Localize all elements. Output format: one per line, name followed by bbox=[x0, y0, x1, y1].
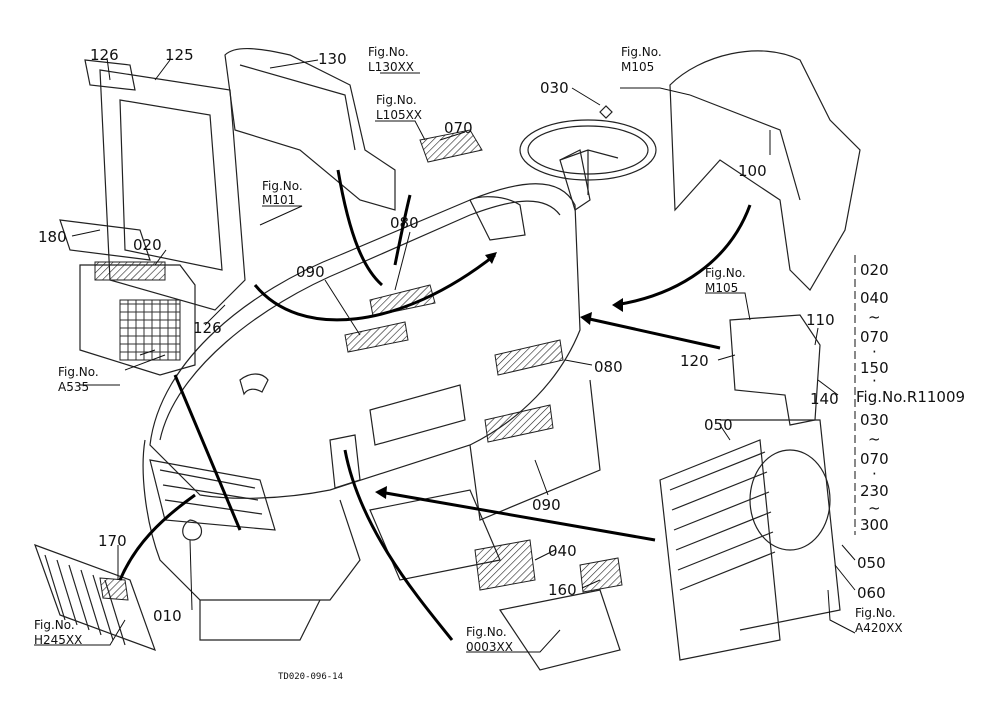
range-item: ~ bbox=[868, 308, 881, 326]
right-fender bbox=[669, 50, 861, 291]
range-item: 070 bbox=[860, 450, 889, 468]
part-label: 050 bbox=[857, 554, 886, 572]
part-label: 126 bbox=[90, 46, 119, 64]
part-label: 170 bbox=[98, 532, 127, 550]
figure-references: Fig.No. L130XX Fig.No. L105XX Fig.No. M1… bbox=[34, 45, 903, 654]
side-bracket bbox=[729, 314, 821, 426]
part-label: 070 bbox=[444, 119, 473, 137]
fig-ref-prefix: Fig.No. bbox=[621, 45, 662, 59]
part-label: 080 bbox=[594, 358, 623, 376]
hood-assembly bbox=[142, 149, 601, 641]
range-item: ~ bbox=[868, 499, 881, 517]
upper-panel bbox=[224, 47, 396, 211]
part-label: 030 bbox=[540, 79, 569, 97]
callout-arrows bbox=[118, 169, 752, 641]
fig-ref-prefix: Fig.No. bbox=[262, 179, 303, 193]
range-item: 040 bbox=[860, 289, 889, 307]
fig-ref-prefix: Fig.No. bbox=[376, 93, 417, 107]
part-label: 090 bbox=[532, 496, 561, 514]
leader-lines bbox=[34, 57, 856, 653]
range-fig-label: Fig.No.R11009 bbox=[856, 388, 965, 406]
part-label: 125 bbox=[165, 46, 194, 64]
part-label: 130 bbox=[318, 50, 347, 68]
part-labels: 126 125 130 070 030 100 180 020 080 090 … bbox=[38, 46, 886, 625]
left-side-panel bbox=[59, 59, 246, 311]
radiator bbox=[659, 419, 841, 661]
fig-ref-code: M101 bbox=[262, 193, 295, 207]
decal-stickers bbox=[99, 129, 623, 601]
range-item: · bbox=[872, 372, 877, 390]
part-label: 180 bbox=[38, 228, 67, 246]
part-label: 090 bbox=[296, 263, 325, 281]
part-label: 040 bbox=[548, 542, 577, 560]
part-label: 100 bbox=[738, 162, 767, 180]
part-label: 060 bbox=[857, 584, 886, 602]
range-item: 230 bbox=[860, 482, 889, 500]
part-label: 080 bbox=[390, 214, 419, 232]
drawing-code: TD020-096-14 bbox=[278, 672, 343, 682]
fig-ref-code: A535 bbox=[58, 380, 89, 394]
fig-ref-code: A420XX bbox=[855, 621, 903, 635]
part-label: 140 bbox=[810, 390, 839, 408]
part-label: 110 bbox=[806, 311, 835, 329]
fig-ref-code: L105XX bbox=[376, 108, 422, 122]
part-label: 126 bbox=[193, 319, 222, 337]
fig-ref-prefix: Fig.No. bbox=[466, 625, 507, 639]
fig-ref-prefix: Fig.No. bbox=[368, 45, 409, 59]
fig-ref-code: M105 bbox=[705, 281, 738, 295]
range-item: 300 bbox=[860, 516, 889, 534]
range-item: 150 bbox=[860, 359, 889, 377]
range-list: 020 040 ~ 070 · 150 · Fig.No.R11009 030 … bbox=[856, 261, 965, 534]
battery bbox=[79, 261, 196, 376]
part-label: 160 bbox=[548, 581, 577, 599]
fig-ref-prefix: Fig.No. bbox=[58, 365, 99, 379]
fig-ref-code: 0003XX bbox=[466, 640, 513, 654]
part-label: 120 bbox=[680, 352, 709, 370]
range-item: ~ bbox=[868, 430, 881, 448]
front-grille bbox=[34, 543, 156, 652]
fig-ref-prefix: Fig.No. bbox=[705, 266, 746, 280]
part-label: 050 bbox=[704, 416, 733, 434]
fig-ref-code: L130XX bbox=[368, 60, 414, 74]
part-label: 010 bbox=[153, 607, 182, 625]
range-item: · bbox=[872, 343, 877, 361]
fig-ref-code: M105 bbox=[621, 60, 654, 74]
fig-ref-code: H245XX bbox=[34, 633, 82, 647]
steering-wheel bbox=[519, 105, 657, 195]
range-item: 020 bbox=[860, 261, 889, 279]
fig-ref-prefix: Fig.No. bbox=[855, 606, 896, 620]
range-item: · bbox=[872, 465, 877, 483]
fig-ref-prefix: Fig.No. bbox=[34, 618, 75, 632]
range-item: 070 bbox=[860, 328, 889, 346]
part-label: 020 bbox=[133, 236, 162, 254]
range-item: 030 bbox=[860, 411, 889, 429]
